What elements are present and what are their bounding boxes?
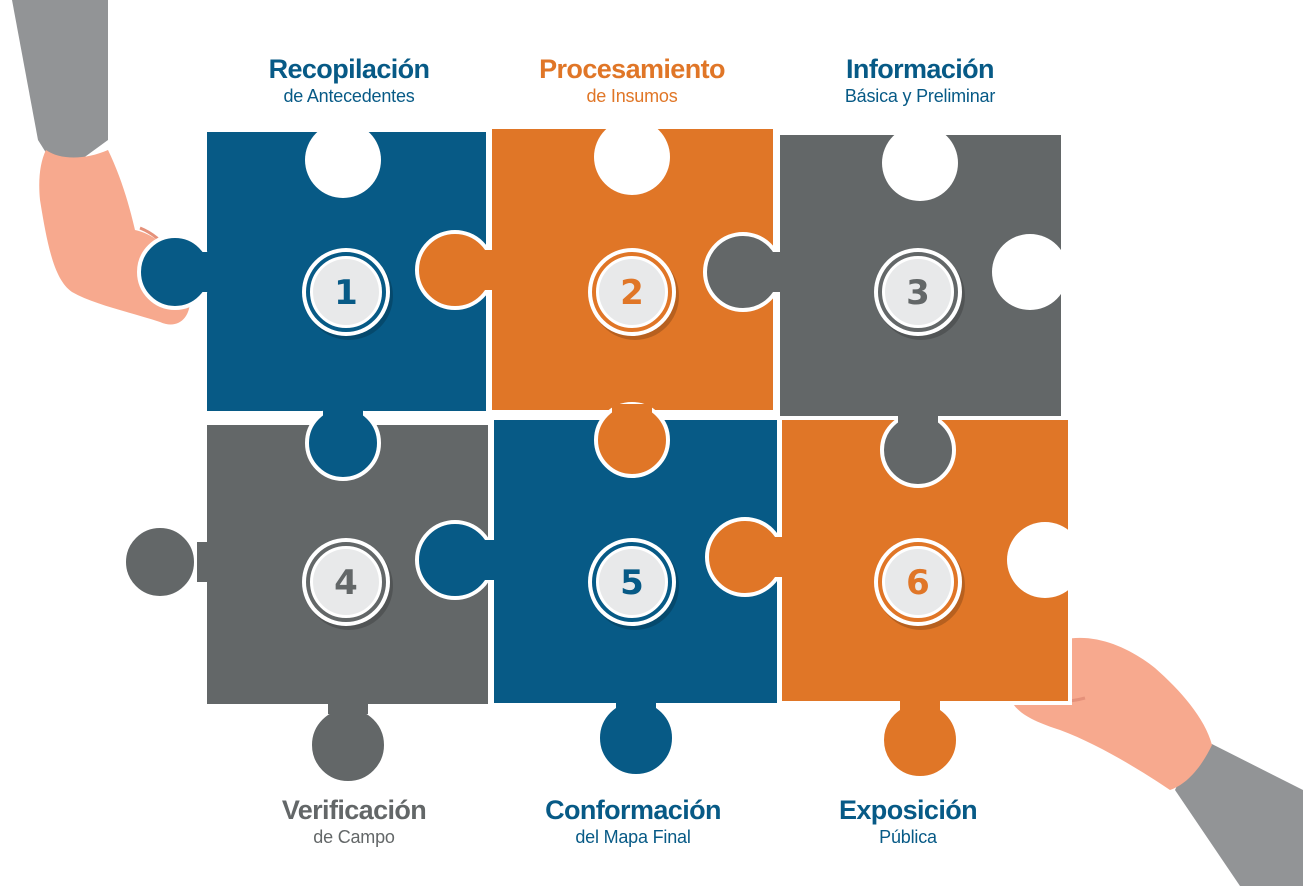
right-sleeve xyxy=(1175,738,1303,886)
step-1-badge: 1 xyxy=(302,248,393,340)
step-5-badge: 5 xyxy=(588,538,679,630)
step-3-label: Información Básica y Preliminar xyxy=(770,55,1070,106)
step-4-subtitle: de Campo xyxy=(313,827,395,848)
step-number: 1 xyxy=(334,273,358,313)
step-5-subtitle: del Mapa Final xyxy=(575,827,691,848)
step-2-title: Procesamiento xyxy=(539,54,725,84)
knob-joint xyxy=(197,252,213,292)
puzzle-blank xyxy=(1007,522,1083,598)
puzzle-knob xyxy=(122,524,198,600)
step-6-badge: 6 xyxy=(874,538,965,630)
puzzle-blank xyxy=(992,234,1068,310)
step-number: 4 xyxy=(334,563,358,603)
knob-joint xyxy=(484,540,500,580)
step-number: 5 xyxy=(620,563,644,603)
step-5-title: Conformación xyxy=(545,795,721,825)
knob-joint xyxy=(898,410,938,426)
puzzle-knob xyxy=(880,700,960,780)
knob-joint xyxy=(616,697,656,713)
step-1-subtitle: de Antecedentes xyxy=(283,86,415,107)
step-number: 6 xyxy=(906,563,930,603)
puzzle-knob xyxy=(308,705,388,785)
step-5-label: Conformación del Mapa Final xyxy=(483,796,783,847)
step-4-label: Verificación de Campo xyxy=(204,796,504,847)
knob-joint xyxy=(482,250,498,290)
step-3-title: Información xyxy=(846,54,995,84)
puzzle-knob xyxy=(415,230,495,310)
puzzle-knob xyxy=(703,232,783,312)
step-2-badge: 2 xyxy=(588,248,679,340)
puzzle-knob xyxy=(705,517,785,597)
knob-joint xyxy=(197,542,213,582)
knob-joint xyxy=(323,405,363,421)
step-1-label: Recopilación de Antecedentes xyxy=(199,55,499,106)
step-3-badge: 3 xyxy=(874,248,965,340)
puzzle-blank xyxy=(305,122,381,198)
knob-joint xyxy=(328,698,368,714)
step-6-subtitle: Pública xyxy=(879,827,937,848)
step-2-label: Procesamiento de Insumos xyxy=(482,55,782,106)
step-1-title: Recopilación xyxy=(268,54,430,84)
puzzle-knob xyxy=(415,520,495,600)
puzzle-blank xyxy=(594,119,670,195)
step-number: 3 xyxy=(906,273,930,313)
right-hand xyxy=(1010,637,1212,790)
step-4-badge: 4 xyxy=(302,538,393,630)
knob-joint xyxy=(900,695,940,711)
knob-joint xyxy=(772,537,788,577)
step-3-subtitle: Básica y Preliminar xyxy=(844,86,996,107)
step-4-title: Verificación xyxy=(281,795,427,825)
step-6-title: Exposición xyxy=(838,795,978,825)
step-number: 2 xyxy=(620,273,644,313)
step-6-label: Exposición Pública xyxy=(758,796,1058,847)
step-2-subtitle: de Insumos xyxy=(586,86,678,107)
knob-joint xyxy=(770,252,786,292)
knob-joint xyxy=(612,404,652,420)
puzzle-blank xyxy=(882,125,958,201)
left-sleeve xyxy=(12,0,108,175)
